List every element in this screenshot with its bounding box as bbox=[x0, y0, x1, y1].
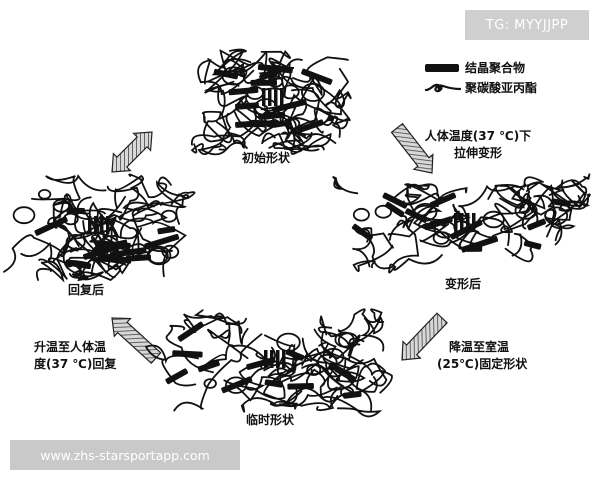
label-temporary-shape: 临时形状 bbox=[245, 413, 294, 427]
network-temporary bbox=[144, 308, 393, 418]
legend-label: 结晶聚合物 bbox=[465, 61, 526, 75]
legend-item-crystalline: 结晶聚合物 bbox=[425, 60, 555, 76]
arrow-initial-deformed bbox=[390, 122, 434, 174]
step-stretch-line1: 人体温度(37 ℃)下 bbox=[424, 129, 532, 143]
label-initial-shape: 初始形状 bbox=[241, 151, 290, 165]
step-fix-line1: 降温至室温 bbox=[449, 340, 510, 354]
watermark-tg: TG: MYYJJPP bbox=[465, 10, 589, 40]
label-deformed: 变形后 bbox=[444, 277, 481, 291]
coil-icon bbox=[425, 83, 461, 93]
network-initial bbox=[190, 48, 352, 156]
arrow-initial-recovered bbox=[111, 131, 153, 173]
network-deformed bbox=[332, 173, 591, 274]
step-fix-line2: (25℃)固定形状 bbox=[437, 357, 528, 371]
legend-label: 聚碳酸亚丙酯 bbox=[465, 81, 538, 95]
bar-icon bbox=[425, 64, 459, 72]
watermark-url: www.zhs-starsportapp.com bbox=[10, 440, 240, 470]
step-stretch-line2: 拉伸变形 bbox=[453, 146, 502, 160]
label-recovered: 回复后 bbox=[68, 283, 105, 297]
step-recover-line1: 升温至人体温 bbox=[34, 340, 107, 354]
legend-item-ppc: 聚碳酸亚丙酯 bbox=[425, 80, 555, 96]
network-recovered bbox=[3, 173, 196, 283]
arrow-deformed-temporary bbox=[401, 312, 448, 361]
step-recover-line2: 度(37 ℃)回复 bbox=[34, 357, 117, 371]
